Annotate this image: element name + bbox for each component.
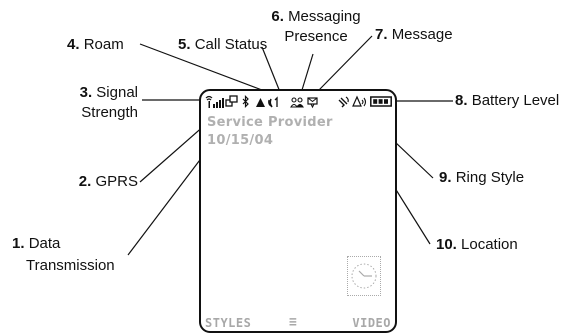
soft-key-styles[interactable]: STYLES: [205, 316, 252, 330]
message-icon: [307, 97, 318, 109]
service-provider-label: Service Provider: [207, 115, 333, 130]
callout-call-status: 5. Call Status: [178, 36, 268, 53]
callout-gprs: 2. GPRS: [78, 173, 138, 190]
callout-messaging-presence: 6. Messaging Presence: [271, 8, 361, 45]
call-status-icon: [268, 96, 278, 108]
callout-battery-level: 8. Battery Level: [455, 92, 560, 109]
callout-signal-strength: 3. Signal Strength: [79, 84, 138, 121]
callout-ring-style: 9. Ring Style: [439, 169, 525, 186]
battery-level-icon: [370, 96, 392, 107]
callout-location: 10. Location: [436, 236, 518, 253]
gprs-icon: [225, 95, 238, 107]
phone-display: Service Provider 10/15/04 STYLES ≡ VIDEO: [199, 89, 397, 333]
date-label: 10/15/04: [207, 133, 274, 148]
data-transmission-icon: [242, 95, 249, 108]
ring-style-icon: [352, 95, 367, 107]
callout-roam: 4. Roam: [67, 36, 124, 53]
leader-line-presence: [301, 53, 314, 91]
messaging-presence-icon: [290, 97, 304, 108]
callout-message: 7. Message: [375, 26, 453, 43]
status-bar: [204, 94, 392, 110]
location-icon: [338, 96, 349, 108]
roam-icon: [256, 98, 265, 107]
analog-clock-icon: [347, 256, 381, 296]
menu-key-icon[interactable]: ≡: [289, 315, 298, 330]
signal-strength-icon: [205, 95, 224, 108]
clock-face-icon: [351, 263, 377, 289]
callout-data-transmission: 1. Data Transmission: [12, 235, 115, 274]
soft-key-video[interactable]: VIDEO: [352, 316, 391, 330]
